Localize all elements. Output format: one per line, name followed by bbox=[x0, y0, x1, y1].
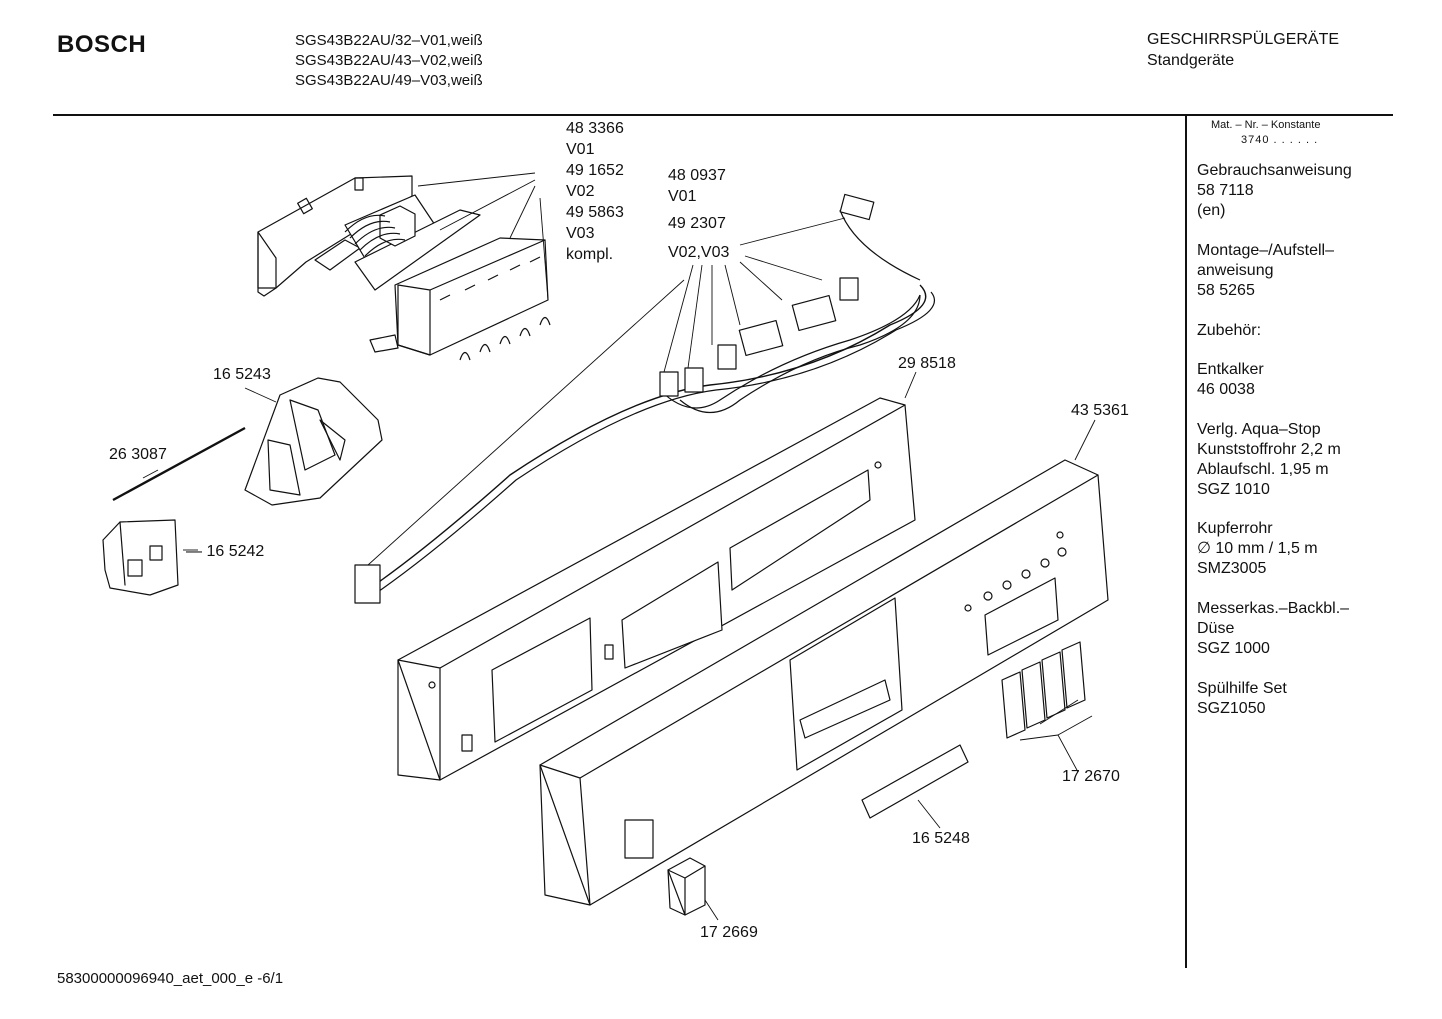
leader-lines bbox=[142, 172, 1096, 921]
part-label: 17 2670 bbox=[1062, 768, 1120, 785]
panel-cover bbox=[539, 459, 1109, 906]
sidebar-line: Montage–/Aufstell– bbox=[1197, 242, 1334, 259]
part-label: V02 bbox=[566, 183, 595, 200]
part-label: 16 5243 bbox=[213, 366, 271, 383]
model-line-3: SGS43B22AU/49–V03,weiß bbox=[295, 72, 483, 89]
part-label: 17 2669 bbox=[700, 924, 758, 941]
sidebar-line: (en) bbox=[1197, 202, 1226, 219]
switch bbox=[102, 519, 179, 596]
brand-logo-text: BOSCH bbox=[57, 31, 147, 58]
part-label: 43 5361 bbox=[1071, 402, 1129, 419]
sidebar-line: SGZ1050 bbox=[1197, 700, 1266, 717]
sidebar-divider bbox=[1185, 116, 1187, 968]
document-code: 58300000096940_aet_000_e -6/1 bbox=[57, 970, 284, 987]
sidebar-line: Düse bbox=[1197, 620, 1235, 637]
category-title: GESCHIRRSPÜLGERÄTE bbox=[1147, 31, 1340, 48]
sidebar-line: Entkalker bbox=[1197, 361, 1264, 378]
control-panel-frame bbox=[397, 397, 916, 781]
bracket bbox=[244, 377, 383, 506]
model-line-1: SGS43B22AU/32–V01,weiß bbox=[295, 32, 483, 49]
sidebar-line: Ablaufschl. 1,95 m bbox=[1197, 461, 1329, 478]
rod bbox=[112, 426, 246, 502]
part-label: V02,V03 bbox=[668, 244, 730, 261]
model-line-2: SGS43B22AU/43–V02,weiß bbox=[295, 52, 483, 69]
sidebar-line: Spülhilfe Set bbox=[1197, 680, 1287, 697]
part-label: V01 bbox=[566, 141, 595, 158]
sidebar-line: Messerkas.–Backbl.– bbox=[1197, 600, 1350, 617]
part-label: 48 0937 bbox=[668, 167, 726, 184]
sidebar-line: Kupferrohr bbox=[1197, 520, 1273, 537]
part-label: V03 bbox=[566, 225, 595, 242]
part-label: 48 3366 bbox=[566, 120, 624, 137]
sidebar-line: 46 0038 bbox=[1197, 381, 1255, 398]
sidebar-line: 58 5265 bbox=[1197, 282, 1255, 299]
sidebar-line: Zubehör: bbox=[1197, 322, 1262, 339]
mat-header: Mat. – Nr. – Konstante bbox=[1211, 119, 1321, 131]
part-label: 16 5248 bbox=[912, 830, 970, 847]
mat-value: 3740 . . . . . . bbox=[1241, 134, 1319, 146]
part-label: V01 bbox=[668, 188, 697, 205]
knob bbox=[667, 857, 706, 916]
sidebar-line: SGZ 1010 bbox=[1197, 481, 1270, 498]
sidebar-line: 58 7118 bbox=[1197, 182, 1254, 199]
sidebar-line: SMZ3005 bbox=[1197, 560, 1267, 577]
sidebar-line: Kunststoffrohr 2,2 m bbox=[1197, 441, 1341, 458]
part-label: 29 8518 bbox=[898, 355, 956, 372]
sidebar-line: anweisung bbox=[1197, 262, 1274, 279]
part-label: 49 5863 bbox=[566, 204, 624, 221]
sidebar-line: ∅ 10 mm / 1,5 m bbox=[1197, 540, 1318, 557]
sidebar-line: Verlg. Aqua–Stop bbox=[1197, 421, 1321, 438]
buttons-group bbox=[1001, 641, 1086, 739]
part-label: 49 1652 bbox=[566, 162, 624, 179]
part-label: 26 3087 bbox=[109, 446, 167, 463]
part-label: kompl. bbox=[566, 246, 614, 263]
sidebar-line: Gebrauchsanweisung bbox=[1197, 162, 1352, 179]
part-label: — 16 5242 bbox=[186, 543, 265, 560]
sidebar-line: SGZ 1000 bbox=[1197, 640, 1270, 657]
part-label: 49 2307 bbox=[668, 215, 726, 232]
subcategory-title: Standgeräte bbox=[1147, 52, 1235, 69]
control-module-assembly bbox=[257, 175, 551, 361]
header-divider bbox=[53, 114, 1393, 116]
trim-strip bbox=[861, 744, 969, 819]
